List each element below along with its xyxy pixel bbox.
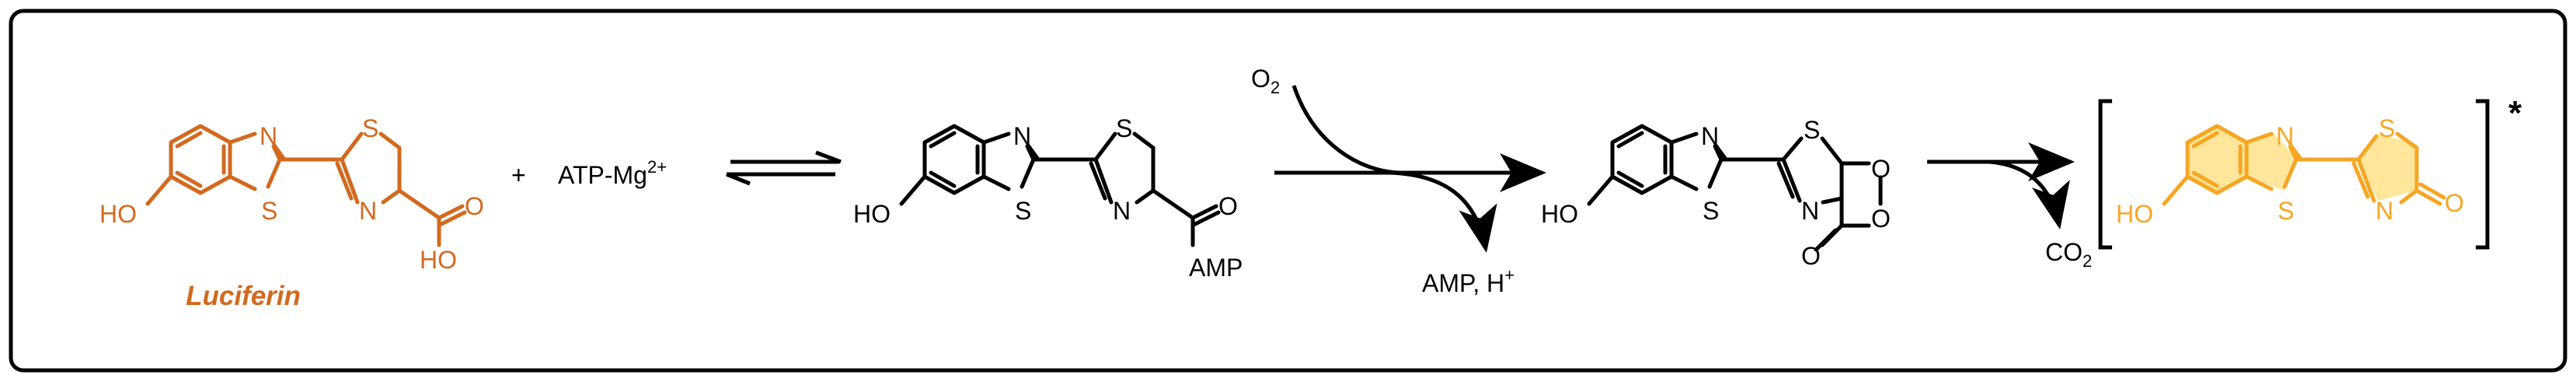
luciferin-ho-atom: HO [99, 200, 137, 228]
excited-state-asterisk: * [2508, 94, 2522, 132]
dioxetanone-ring-s-atom: S [1804, 116, 1820, 144]
oxyluciferin-carbonyl-o-atom: O [2445, 189, 2464, 217]
atp-mg-label: ATP-Mg2+ [558, 157, 667, 189]
co2-byproduct: CO2 [2045, 238, 2092, 271]
oxyluciferin-structure [2162, 124, 2446, 206]
dioxetanone-n-atom: N [1701, 122, 1719, 150]
adenylate-ring-s-atom: S [1116, 114, 1132, 142]
dioxetanone-structure [1587, 124, 1883, 252]
scheme-frame [9, 9, 2567, 373]
oxyluciferin-s-atom: S [2278, 197, 2294, 225]
amp-h-byproduct: AMP, H+ [1422, 265, 1515, 297]
plus-sign: + [511, 161, 526, 189]
dioxetanone-carbonyl-o-atom: O [1801, 242, 1821, 270]
luciferin-s-atom: S [261, 197, 277, 225]
oxyluciferin-n-atom: N [2276, 122, 2294, 150]
dioxetanone-o1-atom: O [1871, 155, 1891, 183]
dioxetanone-o2-atom: O [1871, 205, 1891, 233]
adenylate-structure [899, 124, 1221, 247]
excited-state-brackets [2098, 99, 2490, 250]
o2-reagent: O2 [1251, 65, 1280, 97]
luciferin-structure [145, 124, 467, 247]
oxidation-arrow [1274, 85, 1546, 253]
decarboxylation-arrow [1927, 142, 2075, 230]
luciferin-ring-s-atom: S [362, 114, 378, 142]
adenylate-n-atom: N [1013, 122, 1031, 150]
adenylate-s-atom: S [1015, 197, 1031, 225]
adenylate-amp-label: AMP [1189, 254, 1243, 282]
dioxetanone-ring-n-atom: N [1801, 197, 1819, 225]
luciferin-hydroxyl-atom: HO [420, 246, 457, 274]
luciferin-ring-n-atom: N [359, 197, 377, 225]
dioxetanone-s-atom: S [1703, 197, 1719, 225]
oxyluciferin-ring-n-atom: N [2376, 197, 2393, 225]
luciferin-n-atom: N [260, 122, 277, 150]
luciferin-name-label: Luciferin [186, 281, 301, 311]
luciferin-carbonyl-o-atom: O [465, 192, 484, 220]
oxyluciferin-ho-atom: HO [2116, 200, 2153, 228]
equilibrium-arrow [726, 150, 842, 186]
oxyluciferin-ring-s-atom: S [2379, 114, 2395, 142]
adenylate-carbonyl-o-atom: O [1218, 192, 1238, 220]
adenylate-ring-n-atom: N [1113, 197, 1131, 225]
adenylate-ho-atom: HO [853, 200, 891, 228]
dioxetanone-ho-atom: HO [1541, 200, 1578, 228]
